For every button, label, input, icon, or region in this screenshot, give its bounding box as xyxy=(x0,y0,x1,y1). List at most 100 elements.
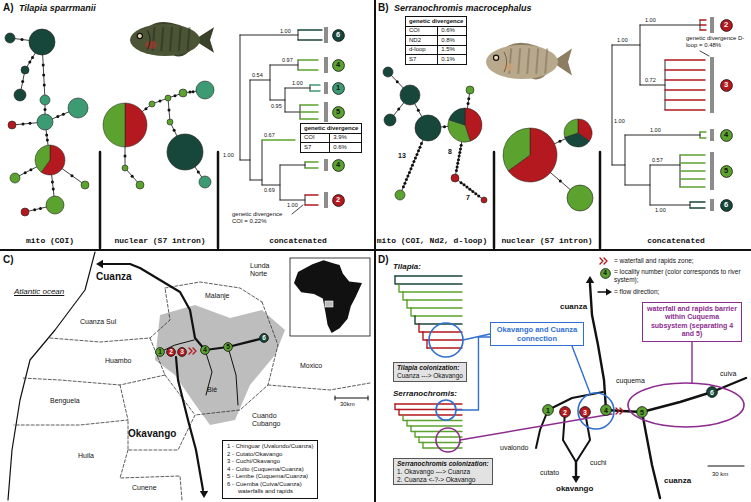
number-text: 6 xyxy=(262,335,266,342)
support-value: 1.00 xyxy=(280,28,291,35)
tree-branch xyxy=(250,180,262,181)
clade-number: 6 xyxy=(720,199,733,212)
tree-branch xyxy=(250,80,251,180)
tree-branch xyxy=(612,165,625,166)
mutation-step xyxy=(45,133,48,136)
tree-branch xyxy=(680,162,705,163)
tree-branch xyxy=(665,69,705,70)
tree-branch xyxy=(280,165,281,200)
clade-number: 2 xyxy=(720,19,733,32)
leader-line xyxy=(572,346,590,393)
circle-fill xyxy=(156,348,165,357)
table-cell: ND2 xyxy=(406,35,437,45)
mutation-step xyxy=(460,181,463,184)
mutation-step xyxy=(42,63,45,66)
locality-number: 2 xyxy=(166,347,176,357)
tree-branch xyxy=(411,307,462,308)
mutation-step xyxy=(131,175,134,178)
tree-branch xyxy=(403,414,462,415)
number-text: 6 xyxy=(724,201,728,209)
mutation-step xyxy=(457,158,460,161)
box-text: Serranochromis colonization: xyxy=(397,460,489,468)
haplotype-circle xyxy=(122,165,128,171)
tree-branch xyxy=(700,132,701,138)
fish-stripe xyxy=(161,27,163,51)
haplotype-circle xyxy=(10,173,20,183)
tree-branch xyxy=(270,100,285,101)
haplotype-circle xyxy=(46,196,64,214)
tree-branch xyxy=(395,403,462,404)
tree-branch xyxy=(422,443,423,449)
mutation-step xyxy=(22,123,25,126)
step-count: 13 xyxy=(398,152,406,160)
mutation-step xyxy=(405,178,408,181)
table-cell: genetic divergence xyxy=(301,124,361,133)
tree-branch xyxy=(427,339,462,340)
circle-fill xyxy=(201,346,210,355)
fish-photo xyxy=(486,43,572,80)
panel-caption: concatenated xyxy=(269,236,327,246)
circle-fill xyxy=(720,199,732,211)
tree-branch xyxy=(407,300,411,308)
tree-branch xyxy=(305,162,306,168)
callout-box: waterfall and rapids barrier within Cuqu… xyxy=(642,302,742,342)
province-label: Moxico xyxy=(300,362,322,370)
number-text: 5 xyxy=(226,344,230,351)
support-value: 1.00 xyxy=(617,37,628,44)
colonization-box: Tilapia colonization:Cuanza ---> Okavang… xyxy=(393,362,467,382)
tree-branch xyxy=(407,420,462,421)
mutation-step xyxy=(417,149,420,152)
number-text: 4 xyxy=(724,131,728,139)
number-text: 4 xyxy=(203,347,207,354)
haplotype-circle xyxy=(415,115,441,141)
column-divider xyxy=(99,152,102,248)
tree-branch xyxy=(640,25,700,26)
mutation-step xyxy=(471,190,474,193)
highlight-circle xyxy=(436,400,456,420)
tree-branch xyxy=(403,291,462,292)
panel-letter: C) xyxy=(3,254,14,266)
haplotype-circle xyxy=(29,29,55,55)
province-label: Huila xyxy=(78,452,94,460)
fish-stripe xyxy=(536,48,538,74)
box-text: 6 - Cuemba (Cuiva/Cuanza) xyxy=(227,481,313,489)
clade-number: 4 xyxy=(332,59,345,72)
box-text: waterfall and rapids barrier within Cuqu… xyxy=(646,305,738,339)
legend-entry: = waterfall and rapids zone; xyxy=(614,257,694,265)
tree-branch xyxy=(310,84,320,85)
haplotype-circle xyxy=(503,128,557,182)
tree-branch xyxy=(300,118,318,119)
tree-branch xyxy=(250,80,270,81)
mutation-step xyxy=(459,147,462,150)
number-text: 1 xyxy=(336,84,340,92)
province-label: Cuando Cubango xyxy=(252,412,292,429)
table-cell: d-loop xyxy=(406,45,437,55)
mutation-step xyxy=(168,109,171,112)
clade-bar xyxy=(324,82,328,94)
support-value: 0.97 xyxy=(282,57,293,64)
haplotype-slice xyxy=(503,128,530,171)
tree-branch xyxy=(395,275,462,276)
species-name: Serranochromis macrocephalus xyxy=(394,3,532,14)
number-text: 5 xyxy=(640,409,644,416)
scale-bar xyxy=(708,465,744,466)
highlight-circle xyxy=(429,323,463,357)
clade-number: 5 xyxy=(720,165,733,178)
table-cell: S7 xyxy=(406,54,437,64)
province-border xyxy=(128,375,195,450)
tree-branch xyxy=(305,161,318,162)
number-text: 3 xyxy=(724,81,728,89)
haplotype-slice xyxy=(564,119,578,137)
number-text: 2 xyxy=(336,196,340,204)
tree-branch xyxy=(690,201,705,202)
circle-fill xyxy=(332,82,344,94)
table-cell: 0.6% xyxy=(329,142,361,152)
river-label: uvalondo xyxy=(500,444,528,452)
arrow-head xyxy=(96,260,103,268)
mutation-step xyxy=(468,188,471,191)
clade-bar xyxy=(710,57,714,113)
table-cell: 1.5% xyxy=(437,45,466,55)
circle-fill xyxy=(260,334,269,343)
tree-branch xyxy=(419,436,462,437)
